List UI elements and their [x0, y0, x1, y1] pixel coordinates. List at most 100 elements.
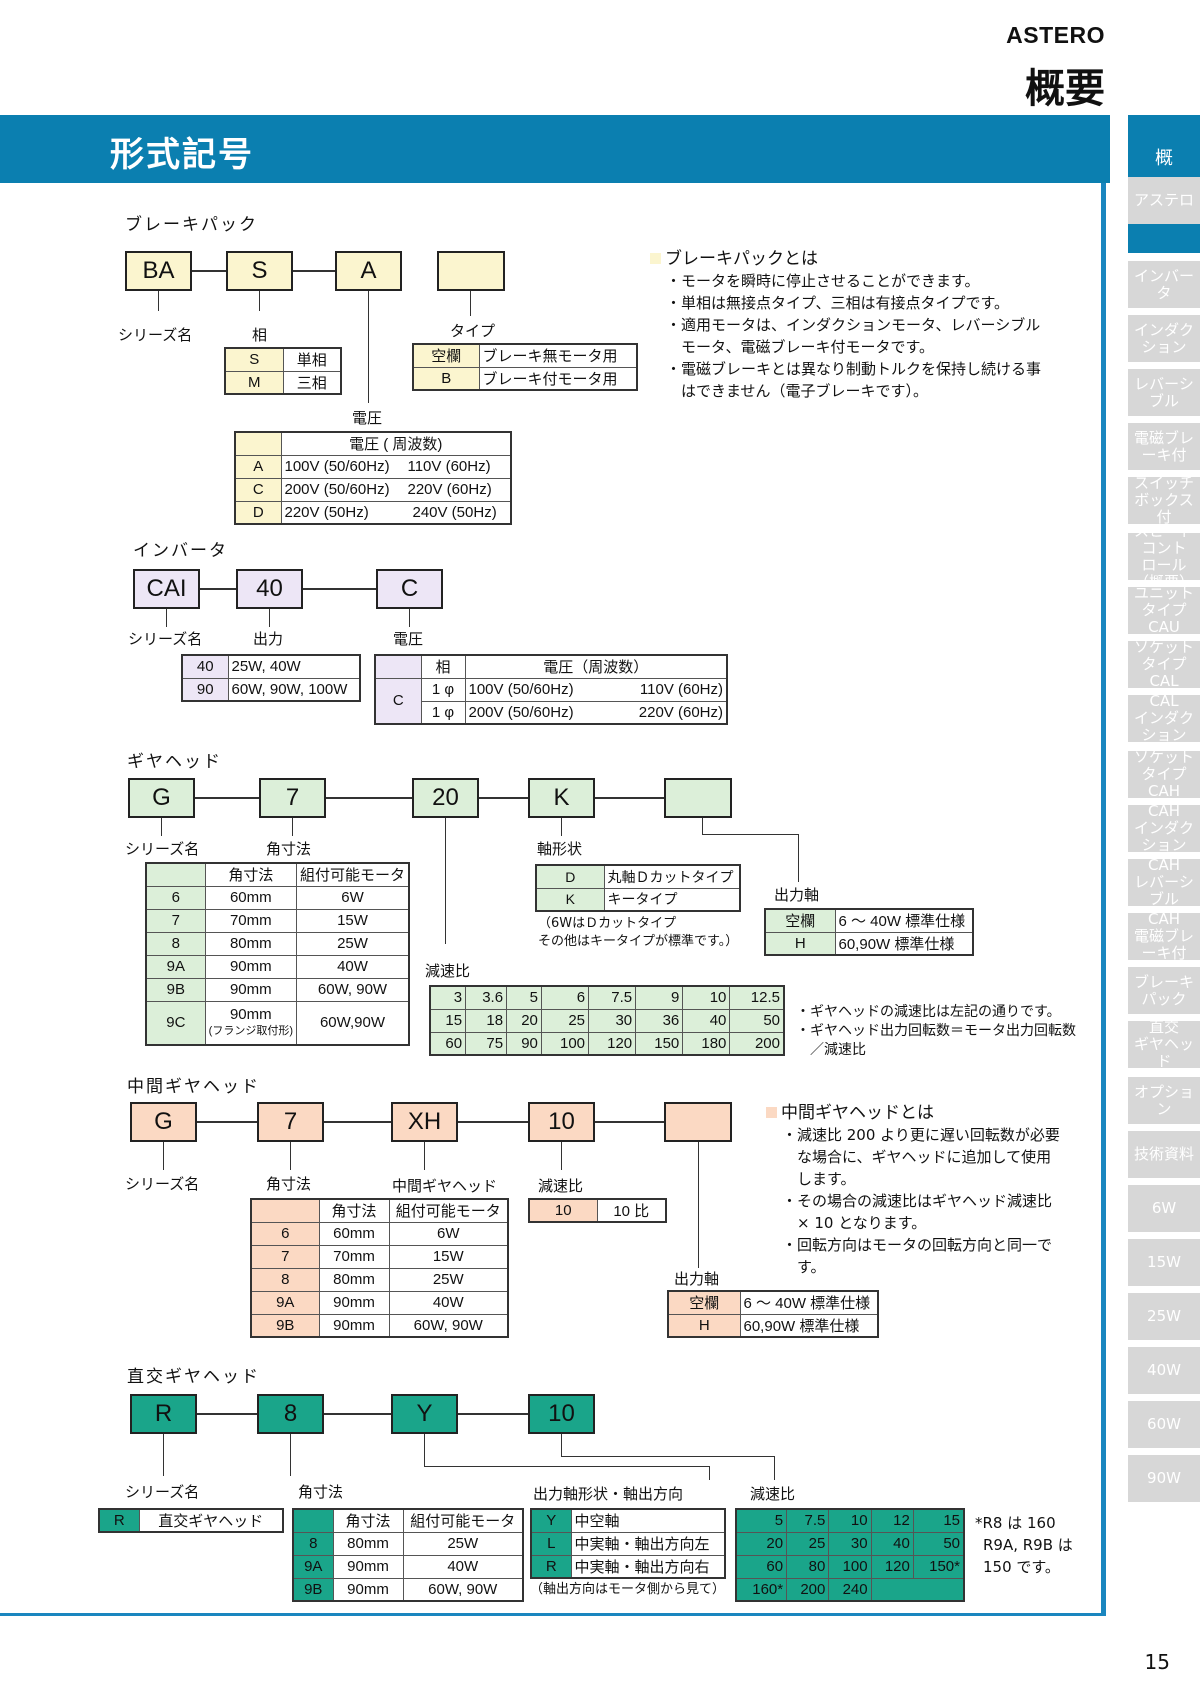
connector — [269, 609, 270, 627]
table-cell: 丸軸Ｄカットタイプ — [603, 864, 741, 889]
gear-heading: ギヤヘッド — [127, 752, 222, 772]
side-tab[interactable]: 直交 ギヤヘッド — [1128, 1021, 1200, 1068]
table-cell: 6 — [145, 885, 206, 910]
side-tab[interactable]: CAH レバーシブル — [1128, 859, 1200, 906]
side-tab[interactable]: スピードコント ロール（概要） — [1128, 533, 1200, 580]
table-cell: 40W — [402, 1554, 524, 1579]
ratio-cell: 160* — [735, 1577, 788, 1602]
ratio-cell: 3.6 — [465, 985, 508, 1010]
side-tab[interactable]: スイッチ ボックス付 — [1128, 477, 1200, 524]
table-cell: キータイプ — [603, 887, 741, 912]
ratio-cell: 20 — [735, 1531, 788, 1556]
table-cell: 15W — [388, 1244, 509, 1269]
inverter-series-label: シリーズ名 — [128, 630, 203, 648]
ratio-cell: 25 — [786, 1531, 830, 1556]
right-heading: 直交ギヤヘッド — [127, 1367, 260, 1387]
side-tab[interactable]: オプション — [1128, 1077, 1200, 1124]
brand-name: ASTERO — [1006, 22, 1105, 48]
mid-code-series: G — [130, 1102, 197, 1142]
side-tab[interactable]: アステロ — [1128, 177, 1200, 224]
table-cell: 15W — [295, 908, 410, 933]
connector — [163, 1142, 164, 1170]
table-cell: 25W, 40W — [227, 654, 361, 679]
table-cell: 25W — [295, 931, 410, 956]
ratio-cell: 6 — [540, 985, 590, 1010]
table-cell: 組付可能モータ — [402, 1508, 524, 1533]
inverter-heading: インバータ — [133, 541, 228, 561]
side-tab[interactable]: 90W — [1128, 1455, 1200, 1502]
side-tab[interactable]: ソケットタイプ CAL — [1128, 641, 1200, 688]
ratio-cell: 20 — [506, 1008, 542, 1033]
note-line: ・ギヤヘッド出力回転数＝モータ出力回転数 — [796, 1023, 1076, 1039]
table-cell — [292, 1508, 334, 1533]
note-line: その他はキータイプが標準です。） — [538, 934, 739, 949]
side-tab[interactable]: レバーシブル — [1128, 369, 1200, 416]
mid-code-size: 7 — [257, 1102, 324, 1142]
ratio-cell: 12 — [870, 1508, 914, 1533]
side-tab[interactable]: 技術資料 — [1128, 1131, 1200, 1178]
frame-bottom-line — [0, 1613, 1106, 1616]
brake-code-phase: S — [226, 251, 293, 291]
table-cell: 6 — [250, 1221, 320, 1246]
side-tab[interactable]: ユニットタイプ CAU — [1128, 587, 1200, 634]
table-cell: 200V (50/60Hz) — [464, 700, 610, 725]
table-cell: 角寸法 — [318, 1198, 390, 1223]
section-title: 形式記号 — [110, 135, 254, 175]
desc-line: します。 — [782, 1170, 856, 1188]
connector — [595, 1121, 664, 1123]
table-cell: 6W — [295, 885, 410, 910]
side-tab[interactable]: 6W — [1128, 1185, 1200, 1232]
brake-type-label: タイプ — [450, 322, 496, 340]
brake-description: ブレーキパックとは ・モータを瞬時に停止させることができます。 ・単相は無接点タ… — [650, 248, 1041, 402]
side-tab[interactable]: 60W — [1128, 1401, 1200, 1448]
side-tab[interactable]: 電磁ブレーキ付 — [1128, 423, 1200, 470]
side-tab[interactable]: ソケットタイプ CAH — [1128, 751, 1200, 798]
table-cell: H — [764, 931, 836, 956]
ratio-cell: 100 — [828, 1554, 872, 1579]
side-tab[interactable]: インバータ — [1128, 261, 1200, 308]
side-tab[interactable]: 25W — [1128, 1293, 1200, 1340]
ratio-cell: 5 — [506, 985, 542, 1010]
ratio-cell: 75 — [465, 1031, 508, 1056]
table-cell: 直交ギヤヘッド — [138, 1508, 284, 1533]
table-cell: 角寸法 — [204, 862, 297, 887]
connector — [561, 818, 562, 836]
note-line: 150 です。 — [983, 1558, 1060, 1576]
side-tab[interactable]: CAH 電磁ブレーキ付 — [1128, 913, 1200, 960]
side-tab[interactable]: 15W — [1128, 1239, 1200, 1286]
side-tab[interactable]: インダクション — [1128, 315, 1200, 362]
ratio-cell: 12.5 — [729, 985, 785, 1010]
table-cell: 単相 — [282, 347, 342, 372]
table-cell: 10 比 — [596, 1198, 667, 1223]
table-cell: ブレーキ無モータ用 — [478, 343, 638, 368]
table-cell: 60,90W 標準仕様 — [834, 931, 974, 956]
inverter-code-voltage: C — [376, 569, 443, 609]
ratio-cell: 18 — [465, 1008, 508, 1033]
table-cell: 90mm — [332, 1554, 404, 1579]
gear-ratio-notes: ・ギヤヘッドの減速比は左記の通りです。 ・ギヤヘッド出力回転数＝モータ出力回転数… — [796, 1003, 1076, 1060]
connector — [409, 609, 410, 627]
side-tab[interactable]: CAH インダクション — [1128, 805, 1200, 852]
table-cell: 組付可能モータ — [295, 862, 410, 887]
side-tab[interactable]: ブレーキ パック — [1128, 967, 1200, 1014]
side-tab[interactable]: 40W — [1128, 1347, 1200, 1394]
desc-line: ・電磁ブレーキとは異なり制動トルクを保持し続ける事 — [666, 360, 1042, 378]
table-cell: 9A — [145, 954, 206, 979]
gear-code-ratio: 20 — [412, 778, 479, 818]
connector — [197, 1413, 257, 1415]
table-cell-text: 90mm — [229, 1005, 272, 1023]
table-cell: 110V (60Hz) — [404, 454, 512, 479]
desc-line: ・減速比 200 より更に遅い回転数が必要 — [782, 1126, 1060, 1144]
table-cell: H — [667, 1313, 741, 1338]
side-tab[interactable]: CAL インダクション — [1128, 695, 1200, 742]
mid-ratio-label: 減速比 — [538, 1177, 584, 1195]
table-cell: 90mm — [332, 1577, 404, 1602]
table-cell: 電圧（周波数） — [464, 654, 728, 679]
connector — [368, 291, 369, 403]
brake-code-voltage: A — [335, 251, 402, 291]
table-cell: 60mm — [318, 1221, 390, 1246]
